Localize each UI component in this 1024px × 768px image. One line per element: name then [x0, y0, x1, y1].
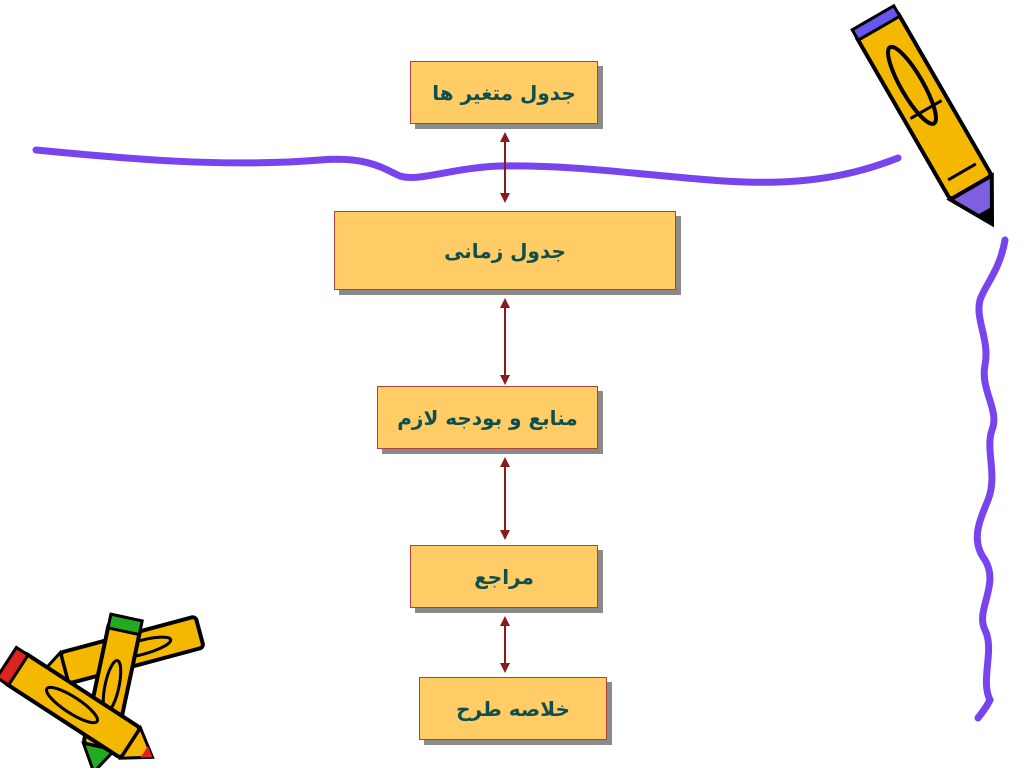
connector-arrows	[500, 132, 510, 673]
node-resources-budget: منابع و بودجه لازم	[377, 386, 598, 449]
edge-arrow-1	[500, 298, 510, 385]
wavy-line-vertical	[973, 236, 1009, 722]
edge-arrow-2	[500, 457, 510, 540]
node-variables-table: جدول متغیر ها	[410, 61, 598, 124]
node-label: مراجع	[474, 564, 534, 589]
edge-arrow-0	[500, 132, 510, 203]
crossed-pencils-clipart-bottom-left	[0, 612, 205, 768]
node-timeline-table: جدول زمانی	[334, 211, 676, 290]
node-label: جدول متغیر ها	[432, 80, 576, 105]
node-label: خلاصه طرح	[456, 696, 570, 721]
edge-arrow-3	[500, 616, 510, 673]
node-label: جدول زمانی	[444, 238, 566, 263]
wavy-line-horizontal	[32, 146, 902, 186]
node-label: منابع و بودجه لازم	[397, 405, 578, 430]
pencil-clipart-top-right	[850, 3, 995, 228]
node-references: مراجع	[410, 545, 598, 608]
node-plan-summary: خلاصه طرح	[419, 677, 607, 740]
